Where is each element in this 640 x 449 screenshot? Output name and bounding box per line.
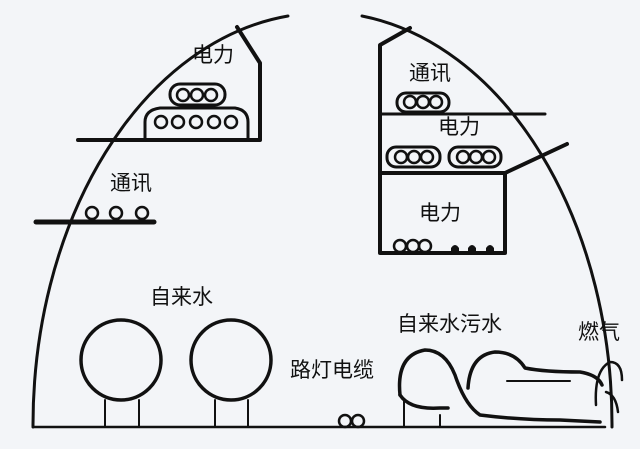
label-power-right-box: 电力 <box>419 201 461 225</box>
label-street-light-cable: 路灯电缆 <box>290 358 374 382</box>
cable-group <box>175 87 219 103</box>
shelf-right-middle <box>378 142 569 175</box>
cable-group <box>392 238 433 254</box>
cable-group <box>84 205 150 221</box>
cable-group <box>455 149 497 165</box>
water-sewage-pipe <box>466 350 604 390</box>
water-sewage-pipe <box>397 348 602 424</box>
cable-tray <box>447 145 503 169</box>
pipe-supports <box>403 399 441 428</box>
cable-tray <box>168 82 227 107</box>
label-water-sewage: 自来水污水 <box>397 312 502 336</box>
power-compartment-left <box>76 25 262 142</box>
cable-group-filled <box>451 245 494 253</box>
cable-group <box>393 149 435 165</box>
cable-tray <box>143 106 250 142</box>
right-compartment-wall <box>378 26 507 255</box>
label-comm-left: 通讯 <box>110 171 152 195</box>
water-pipe <box>189 318 273 402</box>
pipe-supports <box>104 399 249 428</box>
cable-group <box>402 94 444 110</box>
gas-pipe <box>594 360 624 414</box>
street-light-cables <box>337 413 366 429</box>
label-comm-right: 通讯 <box>409 61 451 85</box>
cable-tray <box>395 91 451 114</box>
cable-tray <box>385 145 442 169</box>
water-pipe <box>79 318 163 402</box>
label-water-supply: 自来水 <box>150 285 213 309</box>
label-power-right-mid: 电力 <box>438 115 480 139</box>
label-power-top-left: 电力 <box>192 43 234 67</box>
water-sewage-pipe <box>398 393 450 410</box>
tunnel-arch-right <box>360 14 614 429</box>
tunnel-arch-left <box>31 14 290 429</box>
label-gas: 燃气 <box>578 320 620 344</box>
cable-group <box>153 114 239 130</box>
